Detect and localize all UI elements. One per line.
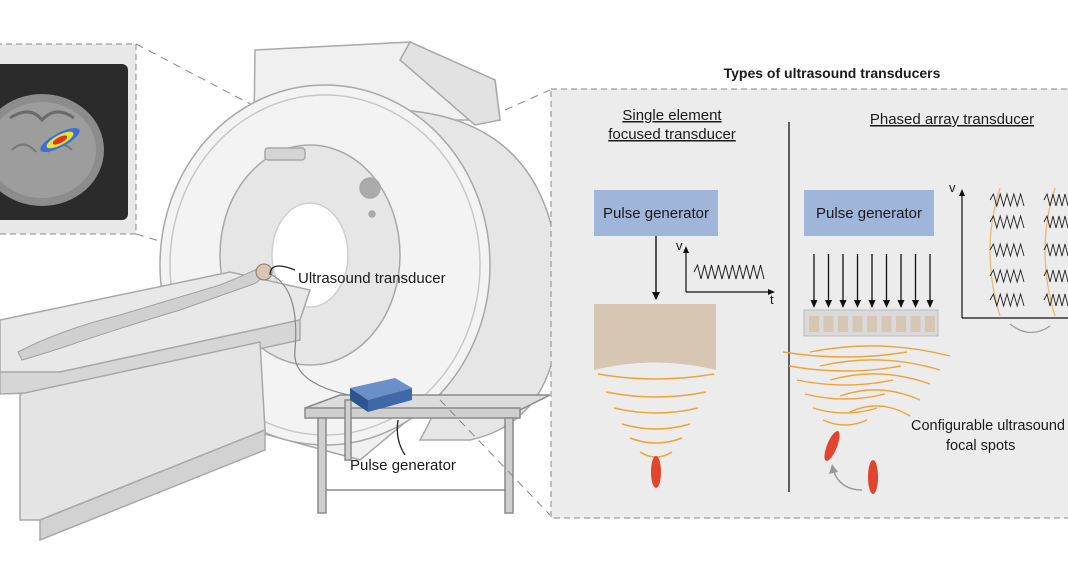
phased-signal-plot: v <box>949 180 1068 334</box>
phased-wavefront <box>782 351 908 358</box>
phased-array-section: Phased array transducer Pulse generator … <box>782 111 1068 494</box>
mri-scene: Ultrasound transducer Pulse generator <box>0 41 561 542</box>
single-wavefront <box>629 437 683 444</box>
phased-v-axis: v <box>949 180 956 195</box>
phased-element <box>867 316 877 332</box>
phased-focal-spot-1 <box>824 431 840 461</box>
single-wavefront <box>605 391 707 398</box>
single-wavefronts <box>597 373 715 458</box>
phased-wavefront <box>829 373 931 385</box>
phased-pulse-label: Pulse generator <box>816 205 922 222</box>
channel-signal <box>989 242 1025 258</box>
channel-signal <box>1043 292 1068 307</box>
panel-title: Types of ultrasound transducers <box>724 65 941 81</box>
phased-wavefronts <box>782 345 951 426</box>
phased-arrowhead <box>868 300 876 308</box>
phased-wavefront <box>788 365 902 372</box>
phased-focal-spot-2 <box>868 460 878 494</box>
channel-signal <box>1043 242 1068 257</box>
phased-element <box>852 316 863 332</box>
phased-wavefront <box>849 405 911 417</box>
phased-arrowhead <box>810 300 818 308</box>
single-heading-line1: Single element <box>622 107 722 124</box>
single-wavefront <box>613 407 699 414</box>
single-element-section: Single element focused transducer Pulse … <box>594 107 775 488</box>
single-heading-line2: focused transducer <box>608 126 736 143</box>
phased-elements <box>809 316 935 332</box>
pulse-generator-arrow <box>396 419 406 456</box>
phased-arrowhead <box>926 300 934 308</box>
pulse-generator-device <box>350 301 412 412</box>
single-pulse-label: Pulse generator <box>603 205 709 222</box>
phased-wavefront <box>839 389 921 401</box>
phased-element <box>910 316 921 332</box>
single-pulse-box <box>594 190 718 236</box>
phased-wavefront <box>804 393 886 400</box>
ultrasound-arrow <box>269 265 296 276</box>
phased-arrowhead <box>825 300 832 308</box>
phased-wavefront <box>812 407 878 414</box>
patient-bed <box>0 271 311 542</box>
channel-signal <box>1043 214 1068 229</box>
single-wavefront <box>621 423 691 430</box>
phased-arrows <box>810 254 934 308</box>
pulse-generator-scene-label: Pulse generator <box>350 457 456 474</box>
ultrasound-transducer-on-head <box>255 263 273 281</box>
phased-element <box>809 316 819 332</box>
channel-signal <box>989 214 1025 230</box>
ultrasound-transducer-label: Ultrasound transducer <box>298 270 446 287</box>
phased-wavefront <box>822 419 868 426</box>
transducer-panel <box>550 88 1068 519</box>
channel-signal <box>989 292 1025 308</box>
phased-wavefront <box>809 345 951 357</box>
channel-signal <box>989 192 1025 208</box>
channel-signal <box>1043 268 1068 283</box>
config-label-line2: focal spots <box>946 438 1015 454</box>
single-v-axis: v <box>676 238 683 253</box>
phased-element <box>925 316 935 332</box>
single-focal-spot <box>651 456 661 488</box>
single-signal-plot: v t <box>676 238 775 307</box>
single-t-axis: t <box>770 292 774 307</box>
phased-arrowhead <box>883 300 890 308</box>
phased-heading: Phased array transducer <box>870 111 1034 128</box>
channel-signal <box>1043 192 1068 207</box>
phased-arrowhead <box>854 300 861 308</box>
single-wavefront <box>597 373 715 380</box>
phased-arrowhead <box>839 300 847 308</box>
phased-element <box>881 316 892 332</box>
phased-wavefront <box>819 359 941 371</box>
phased-element <box>823 316 834 332</box>
single-transducer <box>594 304 716 370</box>
patient-figure <box>17 263 273 361</box>
phased-arrowhead <box>897 300 905 308</box>
phased-element <box>896 316 906 332</box>
brain-scan-image <box>0 94 104 206</box>
phased-pulse-box <box>804 190 934 236</box>
focal-shift-arrow <box>832 469 863 491</box>
channel-signal <box>989 268 1025 284</box>
phased-arrowhead <box>912 300 919 308</box>
phased-element <box>838 316 848 332</box>
config-label-line1: Configurable ultrasound <box>911 418 1065 434</box>
phased-wavefront <box>796 379 894 386</box>
